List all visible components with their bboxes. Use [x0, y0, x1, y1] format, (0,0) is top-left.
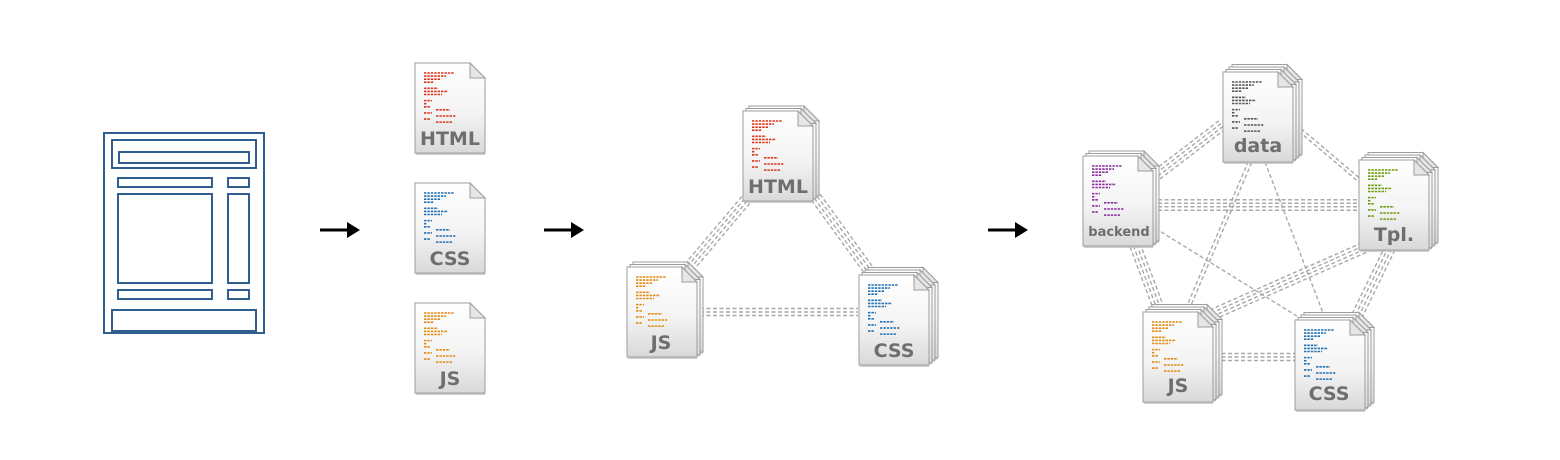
backend-stack-label: backend: [1088, 225, 1149, 240]
html-file-label: HTML: [420, 128, 480, 150]
stage4-connections: [1129, 120, 1396, 362]
css-stack-label: CSS: [874, 340, 915, 362]
js-file-icon: [414, 301, 487, 395]
right-arrow-icon: [988, 222, 1028, 238]
js-file-label: JS: [438, 368, 461, 390]
css-stack-label-4: CSS: [1309, 383, 1350, 405]
js-stack-label-4: JS: [1166, 375, 1189, 397]
css-file-icon: [414, 181, 487, 275]
template-file-stack-icon: [1358, 151, 1440, 252]
tpl-stack-label: Tpl.: [1374, 224, 1414, 246]
right-arrow-icon: [320, 222, 360, 238]
js-file-stack-icon: [626, 260, 705, 359]
js-stack-label: JS: [649, 332, 672, 354]
css-file-label: CSS: [430, 248, 471, 270]
html-file-stack-icon: [742, 104, 821, 203]
html-stack-label: HTML: [748, 176, 808, 198]
html-file-icon: [414, 61, 487, 155]
css-file-stack-icon: [1294, 311, 1376, 412]
right-arrow-icon: [544, 222, 584, 238]
js-file-stack-icon: [1142, 303, 1224, 404]
css-file-stack-icon: [858, 266, 940, 367]
data-stack-label: data: [1234, 135, 1282, 157]
backend-file-stack-icon: [1082, 149, 1161, 248]
page-layout-icon: [103, 132, 265, 334]
data-file-stack-icon: [1222, 63, 1304, 164]
stage3-connections: [680, 188, 875, 317]
